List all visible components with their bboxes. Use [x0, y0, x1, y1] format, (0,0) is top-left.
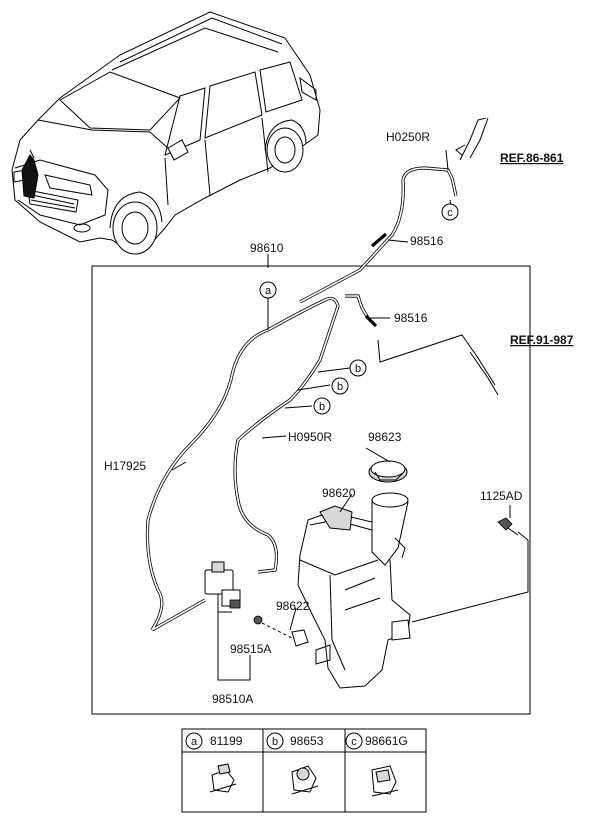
- washer-hoses: [145, 117, 499, 632]
- legend-table: a 81199 b 98653 c 98661G: [181, 728, 427, 813]
- label-clip-lower: 98516: [394, 311, 428, 325]
- svg-text:b: b: [272, 736, 278, 748]
- leader-lines: [171, 149, 453, 681]
- label-assembly: 98510A: [212, 692, 253, 706]
- svg-text:98661G: 98661G: [365, 734, 408, 748]
- clip-98653-icon: [291, 765, 319, 795]
- svg-text:a: a: [265, 285, 272, 297]
- label-clip-upper: 98516: [410, 234, 444, 248]
- svg-text:c: c: [351, 736, 357, 748]
- svg-text:b: b: [355, 363, 361, 375]
- label-cap: 98623: [368, 430, 402, 444]
- svg-text:a: a: [191, 736, 198, 748]
- svg-text:81199: 81199: [210, 734, 243, 748]
- callout-b-1: b: [349, 359, 367, 377]
- reservoir-cap: [368, 460, 408, 483]
- assembly-frame: [91, 265, 531, 715]
- clip-98661g-icon: [371, 765, 399, 797]
- callout-a: a: [259, 281, 277, 299]
- label-hose-main: 98610: [250, 241, 284, 255]
- callout-c: c: [441, 203, 459, 221]
- label-ref-lower: REF.91-987: [510, 333, 574, 347]
- bolt: [411, 505, 529, 623]
- svg-text:b: b: [319, 401, 325, 413]
- callout-b-3: b: [313, 397, 331, 415]
- label-hose-mid: H0950R: [288, 430, 332, 444]
- label-hose-upper: H0250R: [386, 130, 430, 144]
- label-grommet: 98622: [276, 599, 310, 613]
- highlighted-reservoir-location: [21, 154, 39, 199]
- washer-pump: [204, 561, 241, 613]
- vehicle-illustration: [11, 11, 321, 255]
- label-bolt: 1125AD: [480, 489, 523, 503]
- label-pump: 98515A: [230, 642, 271, 656]
- callout-b-2: b: [331, 377, 349, 395]
- legend-cell-a: a 81199: [185, 732, 243, 793]
- washer-reservoir: [297, 492, 411, 689]
- svg-text:c: c: [447, 207, 453, 219]
- label-ref-upper: REF.86-861: [500, 151, 564, 165]
- label-hose-left: H17925: [104, 459, 146, 473]
- legend-cell-b: b 98653: [266, 732, 324, 795]
- svg-text:b: b: [337, 381, 343, 393]
- svg-text:98653: 98653: [290, 734, 324, 748]
- grommet: [253, 615, 309, 647]
- clip-81199-icon: [209, 763, 237, 793]
- legend-cell-c: c 98661G: [345, 732, 408, 797]
- label-reservoir: 98620: [322, 486, 356, 500]
